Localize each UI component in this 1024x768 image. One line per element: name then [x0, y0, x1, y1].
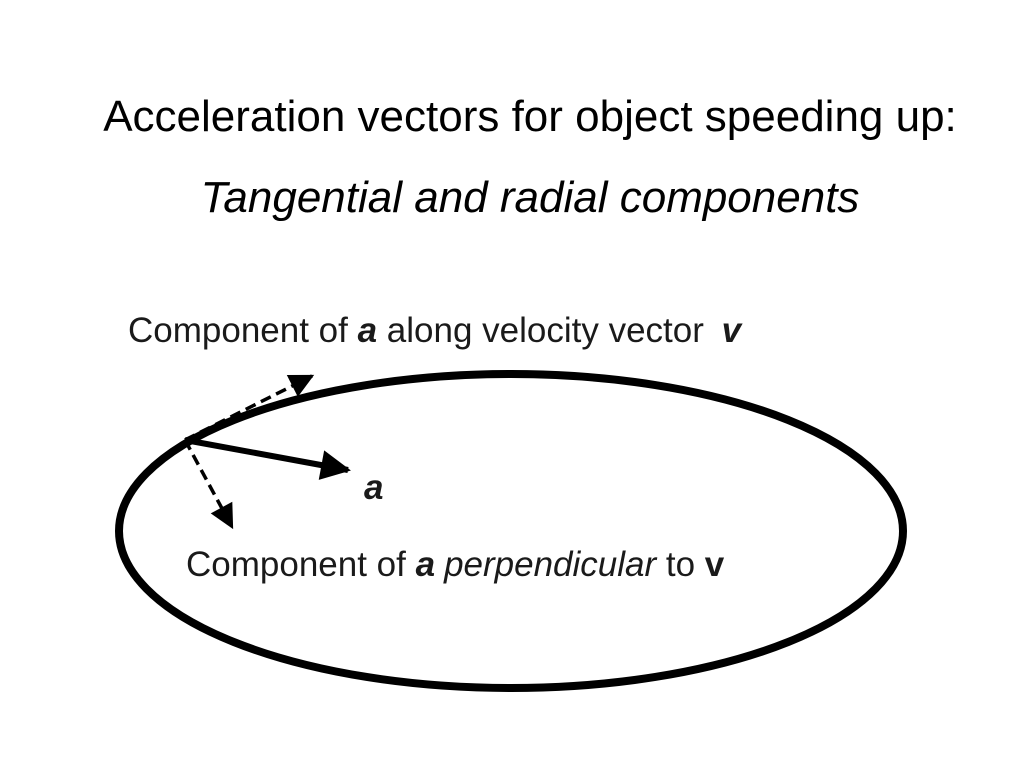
perpendicular-label-to: to: [656, 545, 705, 584]
perpendicular-label-word: perpendicular: [443, 545, 657, 584]
perpendicular-label-prefix: Component of: [186, 545, 416, 584]
acceleration-label: a: [364, 468, 383, 507]
tangential-label-symbol-a: a: [358, 311, 377, 350]
tangential-label-prefix: Component of: [128, 311, 358, 350]
tangential-component-label: Component of a along velocity vector v: [128, 311, 744, 350]
slide-subtitle: Tangential and radial components: [200, 173, 860, 222]
slide-title: Acceleration vectors for object speeding…: [103, 92, 957, 141]
tangential-label-symbol-v: v: [722, 311, 744, 350]
tangential-component-vector: [184, 374, 315, 442]
acceleration-vector: [184, 437, 351, 480]
tangential-label-middle: along velocity vector: [377, 311, 714, 350]
perpendicular-component-vector: [183, 439, 234, 530]
perpendicular-label-symbol-v: v: [705, 545, 725, 584]
orbit-path: [115, 370, 907, 692]
perpendicular-label-symbol-a: a: [416, 545, 435, 584]
